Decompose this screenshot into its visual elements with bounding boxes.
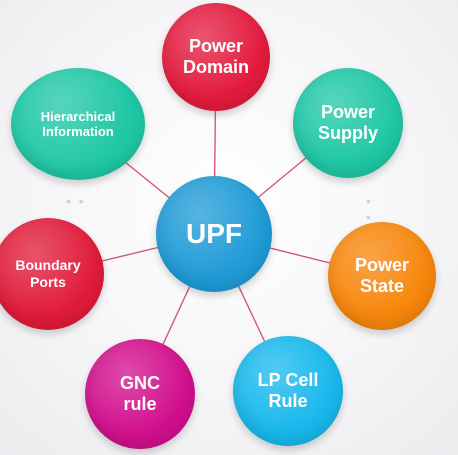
node-power-state[interactable]: Power State: [328, 222, 436, 330]
node-label: Power Domain: [182, 35, 249, 77]
decorative-dots: • •: [66, 193, 86, 209]
node-boundary-ports[interactable]: Boundary Ports: [0, 218, 104, 330]
center-label: UPF: [186, 218, 242, 250]
center-node-upf[interactable]: UPF: [156, 176, 272, 292]
node-lp-cell-rule[interactable]: LP Cell Rule: [233, 336, 343, 446]
node-label: LP Cell Rule: [257, 369, 319, 411]
node-power-domain[interactable]: Power Domain: [162, 3, 270, 111]
node-gnc-rule[interactable]: GNC rule: [85, 339, 195, 449]
node-label: Power State: [354, 254, 410, 296]
node-label: Power Supply: [317, 101, 378, 143]
node-label: GNC rule: [120, 372, 160, 414]
node-label: Boundary Ports: [15, 257, 81, 290]
node-label: Hierarchical Information: [40, 108, 116, 139]
decorative-dots: ••: [366, 193, 373, 225]
node-hierarchical-information[interactable]: Hierarchical Information: [11, 68, 145, 180]
node-power-supply[interactable]: Power Supply: [293, 68, 403, 178]
